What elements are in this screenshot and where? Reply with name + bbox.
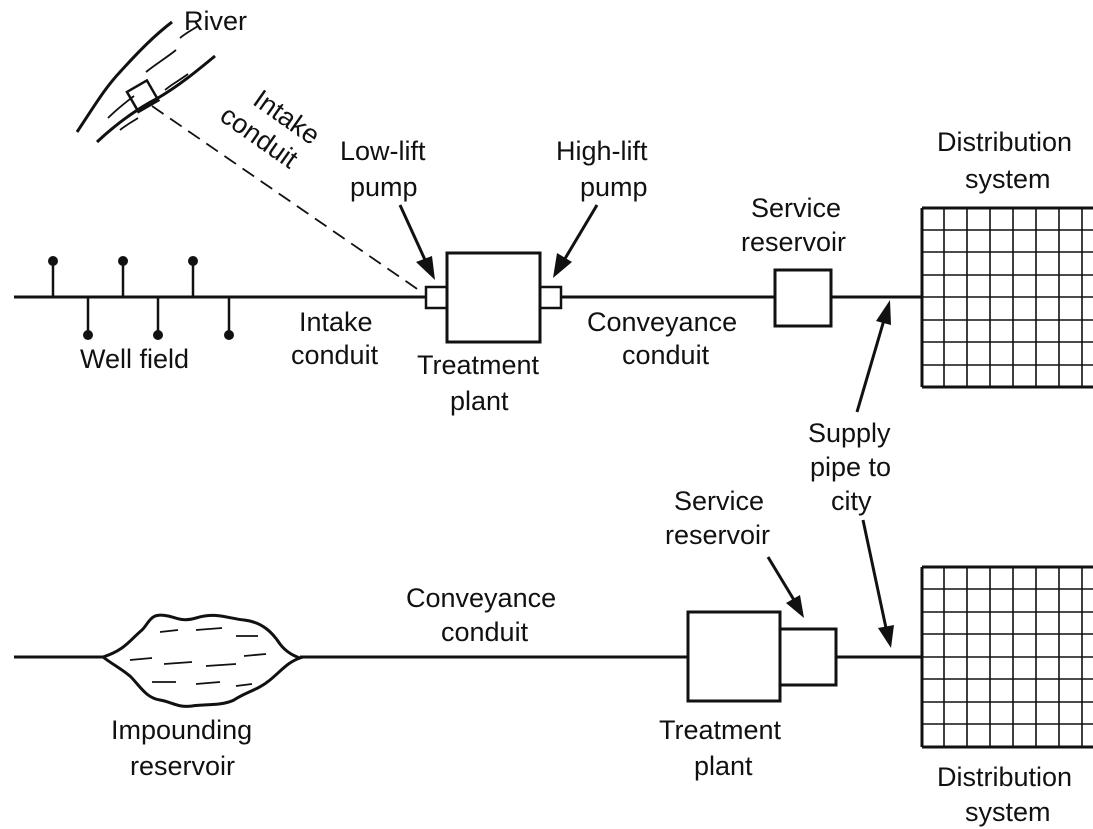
supply-pipe-label-line3: city xyxy=(831,486,872,516)
river-intake xyxy=(125,78,161,114)
well-field xyxy=(48,256,234,340)
treatment-plant-bottom xyxy=(686,610,782,703)
conveyance-conduit-bottom-line1: Conveyance xyxy=(406,583,556,613)
low-lift-pump xyxy=(424,285,449,310)
distribution-system-top-line1: Distribution xyxy=(937,127,1072,157)
service-reservoir-bottom-arrow xyxy=(766,556,804,618)
intake-conduit-label-line1: Intake xyxy=(299,307,373,337)
intake-conduit-dashed xyxy=(151,105,424,294)
treatment-plant-top-label-line2: plant xyxy=(450,386,509,416)
conveyance-conduit-top-line2: conduit xyxy=(622,340,710,370)
distribution-grid-top xyxy=(920,206,1093,389)
river xyxy=(75,20,216,144)
high-lift-pump-label-line2: pump xyxy=(580,172,648,202)
treatment-plant-top xyxy=(445,251,542,344)
service-reservoir-top xyxy=(773,268,833,328)
distribution-system-bottom-line2: system xyxy=(965,797,1051,827)
treatment-plant-top-label-line1: Treatment xyxy=(417,350,540,380)
treatment-plant-bottom-label-line1: Treatment xyxy=(659,715,782,745)
supply-pipe-arrow-bottom xyxy=(861,519,894,648)
distribution-grid-bottom xyxy=(920,565,1093,749)
impounding-reservoir xyxy=(99,613,305,708)
service-reservoir-bottom-label-line2: reservoir xyxy=(665,520,770,550)
high-lift-pump-label-line1: High-lift xyxy=(556,136,648,166)
well-field-label: Well field xyxy=(80,344,189,374)
low-lift-pump-label-line2: pump xyxy=(350,172,418,202)
supply-pipe-arrow-top xyxy=(855,300,891,413)
service-reservoir-top-label-line1: Service xyxy=(751,193,841,223)
distribution-system-top-line2: system xyxy=(965,164,1051,194)
river-label: River xyxy=(184,6,247,36)
low-lift-pump-label-line1: Low-lift xyxy=(340,136,426,166)
impounding-reservoir-label-line2: reservoir xyxy=(130,751,235,781)
low-lift-pump-arrow xyxy=(398,204,435,280)
high-lift-pump-arrow xyxy=(553,204,599,278)
service-reservoir-bottom-label-line1: Service xyxy=(674,486,764,516)
high-lift-pump xyxy=(538,285,563,310)
treatment-plant-bottom-label-line2: plant xyxy=(694,751,753,781)
intake-conduit-label-line2: conduit xyxy=(291,340,379,370)
impounding-reservoir-label-line1: Impounding xyxy=(111,715,252,745)
service-reservoir-bottom xyxy=(778,627,838,687)
supply-pipe-label-line2: pipe to xyxy=(810,452,891,482)
conveyance-conduit-bottom-line2: conduit xyxy=(441,617,529,647)
service-reservoir-top-label-line2: reservoir xyxy=(741,227,846,257)
distribution-system-bottom-line1: Distribution xyxy=(937,762,1072,792)
conveyance-conduit-top-line1: Conveyance xyxy=(587,307,737,337)
supply-pipe-label-line1: Supply xyxy=(808,418,891,448)
